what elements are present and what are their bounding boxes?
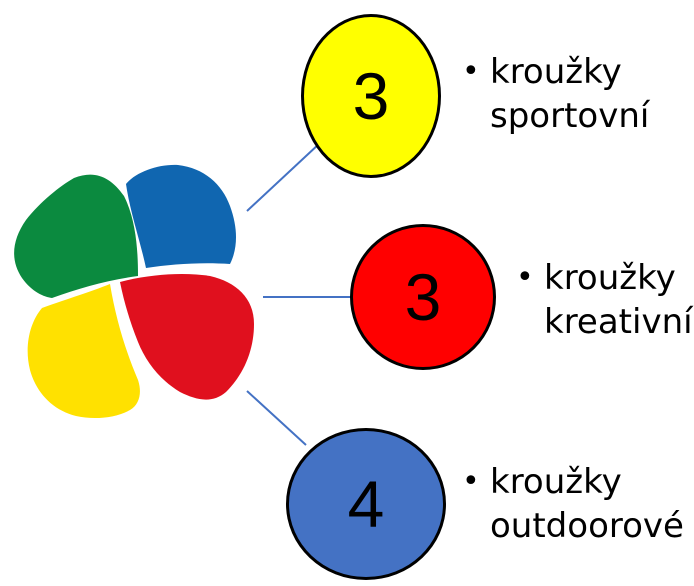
bullet-icon: • [462, 464, 480, 499]
sport-label-line1: kroužky [490, 52, 622, 92]
outdoor-label-line2: outdoorové [490, 506, 684, 546]
outdoor-count-circle: 4 [286, 428, 446, 580]
sport-count: 3 [352, 59, 390, 133]
logo-icon [14, 164, 254, 418]
logo-petal-green [14, 174, 138, 298]
bullet-icon: • [516, 260, 534, 295]
bullet-icon: • [462, 54, 480, 89]
sport-label: • kroužky sportovní [462, 50, 649, 138]
creative-label-text: kroužky kreativní [544, 256, 693, 344]
sport-label-text: kroužky sportovní [490, 50, 649, 138]
creative-count-circle: 3 [350, 224, 496, 370]
sport-count-circle: 3 [301, 14, 441, 178]
connector-outdoor [246, 390, 307, 446]
outdoor-label-line1: kroužky [490, 462, 622, 502]
outdoor-label: • kroužky outdoorové [462, 460, 684, 548]
logo-petal-yellow [27, 284, 140, 418]
creative-label: • kroužky kreativní [516, 256, 693, 344]
logo-petal-blue [126, 164, 236, 268]
connector-sport [246, 142, 321, 212]
outdoor-count: 4 [347, 467, 385, 541]
creative-label-line2: kreativní [544, 302, 693, 342]
outdoor-label-text: kroužky outdoorové [490, 460, 684, 548]
creative-count: 3 [404, 260, 442, 334]
logo-petal-red [120, 274, 254, 400]
creative-label-line1: kroužky [544, 258, 676, 298]
sport-label-line2: sportovní [490, 96, 650, 136]
